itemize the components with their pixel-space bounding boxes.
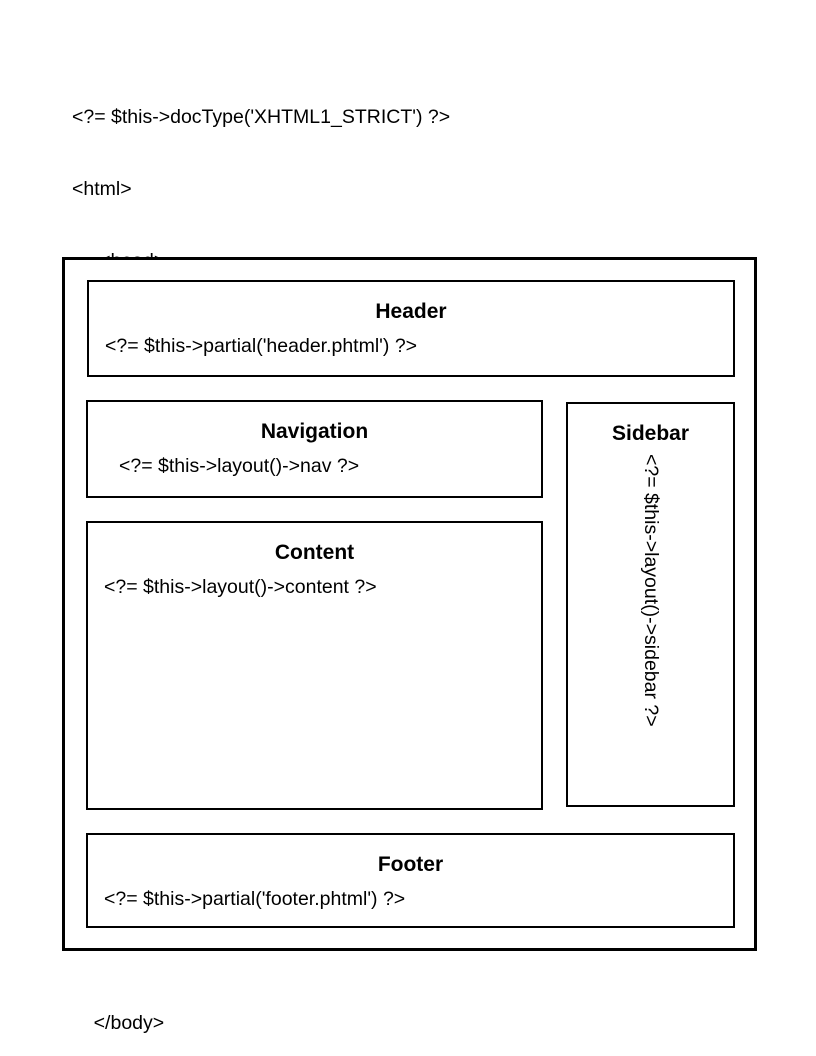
bottom-code-block: </body> </html> <box>72 963 165 1056</box>
code-line-body-close: </body> <box>72 1012 165 1034</box>
code-line-html-open: <html> <box>72 178 132 200</box>
content-box-title: Content <box>274 541 355 564</box>
code-line-doctype: <?= $this->docType('XHTML1_STRICT') ?> <box>72 106 451 128</box>
navigation-box: Navigation <?= $this->layout()->nav ?> <box>86 400 543 498</box>
navigation-box-title: Navigation <box>260 420 369 443</box>
header-box-code: <?= $this->partial('header.phtml') ?> <box>105 335 418 357</box>
body-layout-box: Header <?= $this->partial('header.phtml'… <box>62 257 757 951</box>
sidebar-box-title: Sidebar <box>611 422 690 445</box>
header-box-title: Header <box>375 300 447 323</box>
content-box: Content <?= $this->layout()->content ?> <box>86 521 543 810</box>
footer-box: Footer <?= $this->partial('footer.phtml'… <box>86 833 735 928</box>
sidebar-box: Sidebar <?= $this->layout()->sidebar ?> <box>566 402 735 807</box>
content-box-code: <?= $this->layout()->content ?> <box>104 576 377 598</box>
footer-box-title: Footer <box>377 853 444 876</box>
navigation-box-code: <?= $this->layout()->nav ?> <box>119 455 360 477</box>
sidebar-box-code-vertical: <?= $this->layout()->sidebar ?> <box>640 454 662 727</box>
footer-box-code: <?= $this->partial('footer.phtml') ?> <box>104 888 406 910</box>
header-box: Header <?= $this->partial('header.phtml'… <box>87 280 735 377</box>
